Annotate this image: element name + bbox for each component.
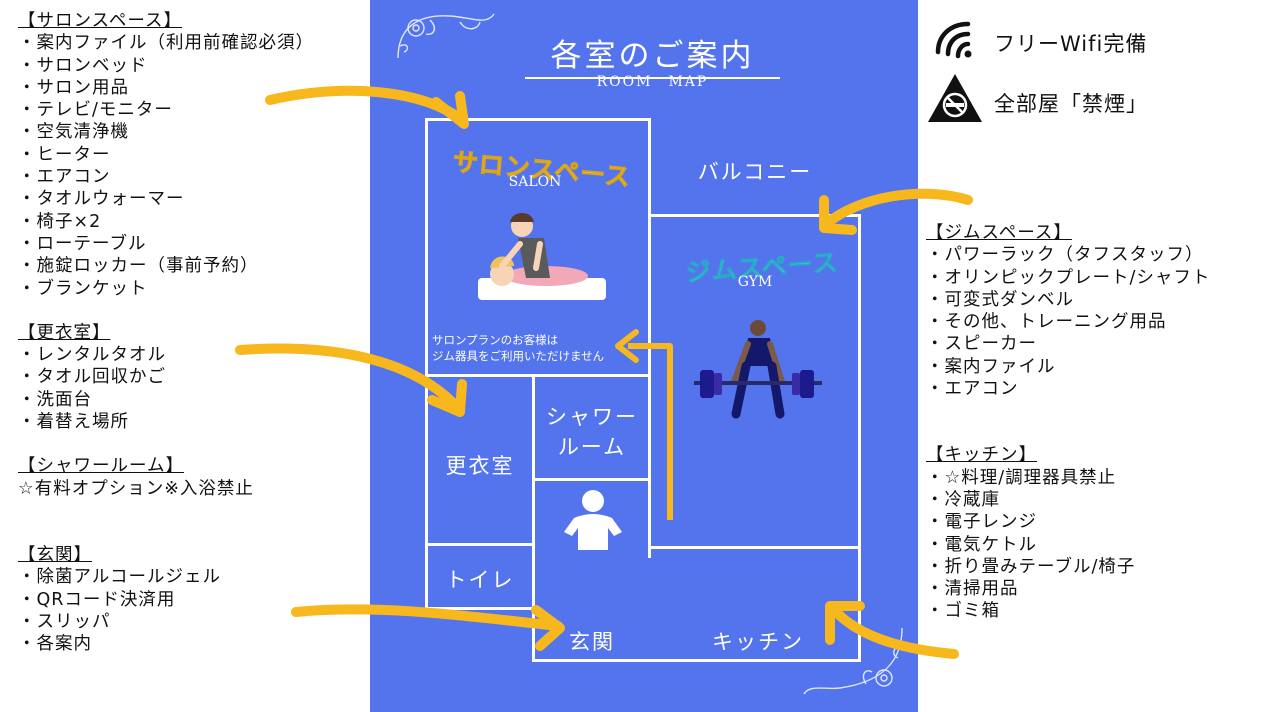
list-item: ・スリッパ [18,611,111,632]
list-item: ・テレビ/モニター [18,100,173,121]
room-map-panel: 各室のご案内 ROOM MAP サロンスペース SALON サロンプランのお客様… [370,0,918,712]
wall [425,118,428,610]
arrow-up-icon [615,329,673,520]
section-heading: 【キッチン】 [926,445,1037,466]
list-item: ・空気清浄機 [18,122,129,143]
list-item: ・清掃用品 [926,579,1019,600]
list-item: ・☆料理/調理器具禁止 [926,467,1117,488]
list-item: ・タオルウォーマー [18,189,185,210]
list-item: ・タオル回収かご [18,367,166,388]
section-kitchen: 【キッチン】 ・☆料理/調理器具禁止 ・冷蔵庫 ・電子レンジ ・電気ケトル ・折… [926,444,1256,622]
list-item: ・椅子×2 [18,211,102,232]
arrow-locker-head [427,379,467,417]
section-gym: 【ジムスペース】 ・パワーラック（タフスタッフ） ・オリンピックプレート/シャフ… [926,222,1256,400]
entrance-label: 玄関 [569,630,615,654]
wall [425,607,534,610]
weightlifter-illustration [694,320,822,419]
shower-label-line: ルーム [557,435,627,459]
arrow-gym [821,188,973,229]
section-heading: 【玄関】 [18,544,92,565]
ornament-icon [397,13,495,59]
list-item: ・洗面台 [18,389,92,410]
list-item: ・ローテーブル [18,233,147,254]
locker-label: 更衣室 [445,454,515,478]
section-entrance: 【玄関】 ・除菌アルコールジェル ・QRコード決済用 ・スリッパ ・各案内 [18,544,358,655]
map-title: 各室のご案内 [525,30,780,79]
list-item: ・電気ケトル [926,534,1037,555]
list-item: ・施錠ロッカー（事前予約） [18,256,259,277]
list-item: ・各案内 [18,634,92,655]
wall [532,478,651,481]
left-amenity-list: 【サロンスペース】 ・案内ファイル（利用前確認必須） ・サロンベッド ・サロン用… [18,10,358,655]
section-salon: 【サロンスペース】 ・案内ファイル（利用前確認必須） ・サロンベッド ・サロン用… [18,10,358,300]
wall [858,214,861,662]
list-item: ・サロン用品 [18,77,129,98]
list-item: ・エアコン [18,167,111,188]
salon-note: サロンプランのお客様は ジム器具をご利用いただけません [432,332,646,364]
wall [425,118,649,121]
section-heading: 【更衣室】 [18,322,111,343]
list-item: ・サロンベッド [18,55,148,76]
list-item: ・ヒーター [18,144,111,165]
smoking-label: 全部屋「禁煙」 [994,92,1148,116]
wall [532,659,861,662]
section-heading: 【シャワールーム】 [18,456,184,477]
wifi-label: フリーWifi完備 [994,32,1148,56]
list-item: ・ゴミ箱 [926,601,1000,622]
map-subtitle: ROOM MAP [596,74,709,90]
list-item: ・電子レンジ [926,512,1037,533]
wall [648,546,861,549]
wall [425,543,534,546]
shower-label-line: シャワー [546,405,638,429]
list-item: ・案内ファイル [926,356,1056,377]
gym-label-en: GYM [737,274,773,290]
section-heading: 【サロンスペース】 [18,11,183,31]
list-item: ☆有料オプション※入浴禁止 [18,478,254,499]
list-item: ・除菌アルコールジェル [18,567,221,588]
section-shower: 【シャワールーム】 ☆有料オプション※入浴禁止 [18,455,358,500]
list-item: ・可変式ダンベル [926,289,1074,310]
arrow-salon-head [431,91,469,129]
arrow-entrance-head [531,605,565,651]
section-locker: 【更衣室】 ・レンタルタオル ・タオル回収かご ・洗面台 ・着替え場所 [18,322,358,433]
list-item: ・QRコード決済用 [18,589,176,610]
list-item: ・冷蔵庫 [926,489,1000,510]
balcony-label: バルコニー [697,160,813,184]
salon-note-line: ジム器具をご利用いただけません [432,349,605,363]
massage-illustration [478,213,606,300]
wall [532,374,535,662]
arrow-kitchen-head [825,601,865,645]
kitchen-label: キッチン [712,630,804,654]
salon-label-en: SALON [508,174,562,190]
list-item: ・エアコン [926,379,1019,400]
no-smoking-icon [928,74,982,122]
wall [425,374,651,377]
shower-label: シャワー ルーム [536,402,648,462]
salon-note-line: サロンプランのお客様は [432,333,559,347]
wall [648,118,651,558]
arrow-gym-head [819,195,857,235]
ornament-icon [803,627,903,695]
list-item: ・パワーラック（タフスタッフ） [926,245,1204,266]
list-item: ・案内ファイル（利用前確認必須） [18,33,314,54]
person-icon [564,490,622,550]
list-item: ・その他、トレーニング用品 [926,312,1167,333]
arrow-entrance [291,604,563,631]
arrow-kitchen [829,605,959,659]
toilet-label: トイレ [445,568,515,592]
list-item: ・着替え場所 [18,412,129,433]
arrow-locker [235,343,463,413]
list-item: ・オリンピックプレート/シャフト [926,267,1211,288]
wifi-icon [935,21,972,59]
wall [648,214,860,217]
list-item: ・折り畳みテーブル/椅子 [926,556,1136,577]
section-heading: 【ジムスペース】 [926,223,1072,243]
list-item: ・スピーカー [926,334,1037,355]
right-amenity-list: 【ジムスペース】 ・パワーラック（タフスタッフ） ・オリンピックプレート/シャフ… [926,222,1256,623]
list-item: ・ブランケット [18,278,148,299]
list-item: ・レンタルタオル [18,345,166,366]
